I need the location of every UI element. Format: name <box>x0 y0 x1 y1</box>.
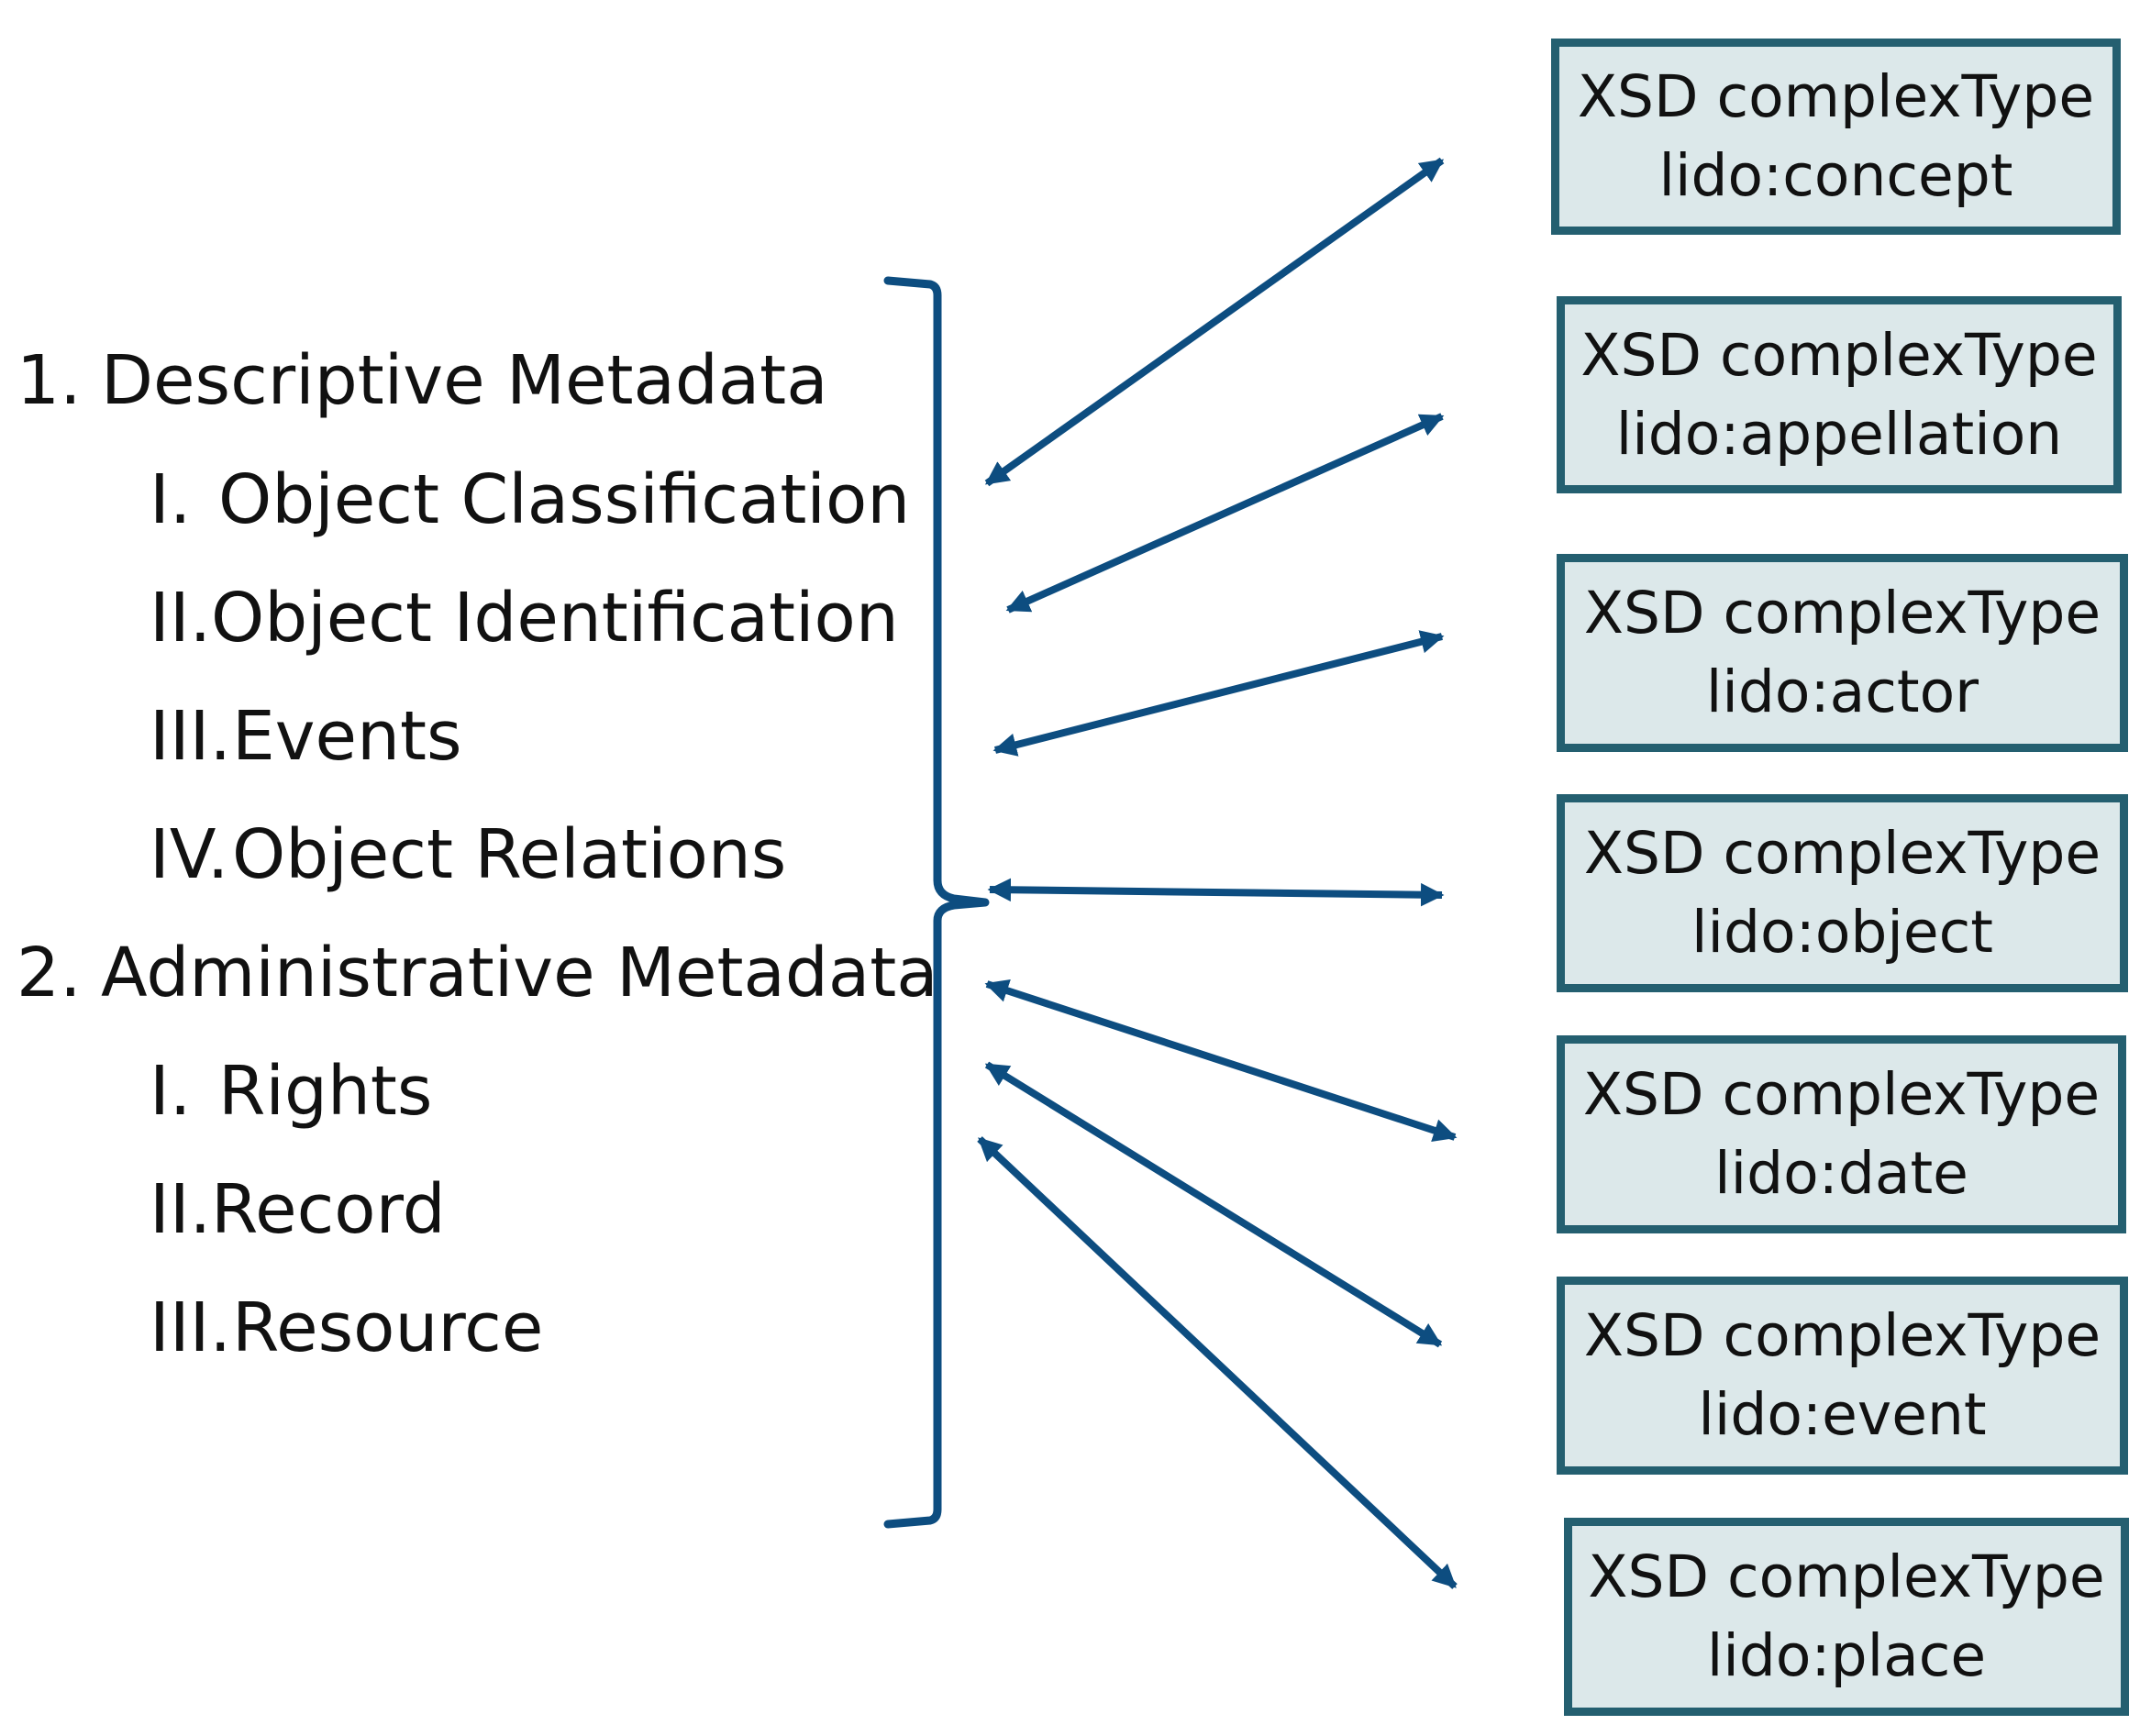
outline-administrative-metadata: 2.Administrative Metadata <box>17 939 938 1007</box>
type-box-date: XSD complexType lido:date <box>1557 1035 2126 1233</box>
type-box-concept: XSD complexType lido:concept <box>1551 39 2121 235</box>
outline-number: 2. <box>17 934 82 1012</box>
arrow-place <box>977 1136 1458 1589</box>
type-box-line1: XSD complexType <box>1583 1302 2101 1370</box>
type-box-type-name: lido:event <box>1698 1381 1987 1448</box>
outline-number: IV. <box>150 815 229 894</box>
outline-label: Events <box>232 697 462 776</box>
outline-object-classification: I.Object Classification <box>150 466 910 534</box>
arrow-date <box>984 979 1458 1142</box>
outline-label: Rights <box>218 1052 433 1131</box>
outline-number: II. <box>150 579 212 658</box>
type-box-type-name: lido:actor <box>1705 658 1979 725</box>
arrow-appellation <box>1005 413 1445 614</box>
type-box-line1: XSD complexType <box>1583 580 2101 647</box>
outline-label: Object Identification <box>211 579 899 658</box>
outline-label: Resource <box>232 1288 544 1367</box>
outline-number: III. <box>150 697 231 776</box>
type-box-type-name: lido:object <box>1691 899 1993 966</box>
type-box-type-name: lido:appellation <box>1615 400 2063 468</box>
type-box-line1: XSD complexType <box>1583 820 2101 888</box>
outline-object-identification: II.Object Identification <box>150 584 899 652</box>
arrow-object <box>987 878 1445 907</box>
type-box-line1: XSD complexType <box>1582 1061 2101 1129</box>
outline-events: III.Events <box>150 702 462 770</box>
outline-label: Object Classification <box>218 460 911 539</box>
outline-number: I. <box>150 460 192 539</box>
outline-object-relations: IV.Object Relations <box>150 821 786 889</box>
arrow-actor <box>992 630 1445 757</box>
type-box-line1: XSD complexType <box>1580 321 2098 389</box>
type-box-appellation: XSD complexType lido:appellation <box>1557 296 2122 493</box>
outline-rights: I.Rights <box>150 1057 432 1125</box>
type-box-line1: XSD complexType <box>1588 1543 2105 1611</box>
grouping-bracket <box>883 276 990 1529</box>
outline-label: Administrative Metadata <box>101 934 938 1012</box>
type-box-type-name: lido:date <box>1714 1140 1968 1207</box>
outline-label: Descriptive Metadata <box>101 341 828 420</box>
type-box-event: XSD complexType lido:event <box>1557 1277 2128 1475</box>
outline-number: 1. <box>17 341 82 420</box>
arrow-concept <box>984 157 1445 487</box>
outline-label: Object Relations <box>232 815 787 894</box>
outline-number: I. <box>150 1052 192 1131</box>
type-box-type-name: lido:concept <box>1658 142 2013 209</box>
type-box-place: XSD complexType lido:place <box>1564 1518 2129 1716</box>
outline-number: II. <box>150 1170 212 1249</box>
outline-resource: III.Resource <box>150 1294 543 1362</box>
outline-record: II.Record <box>150 1176 446 1244</box>
outline-descriptive-metadata: 1.Descriptive Metadata <box>17 347 828 415</box>
type-box-line1: XSD complexType <box>1577 63 2095 131</box>
outline-number: III. <box>150 1288 231 1367</box>
type-box-type-name: lido:place <box>1706 1622 1987 1689</box>
type-box-actor: XSD complexType lido:actor <box>1557 554 2128 752</box>
outline-label: Record <box>211 1170 446 1249</box>
type-box-object: XSD complexType lido:object <box>1557 794 2128 992</box>
